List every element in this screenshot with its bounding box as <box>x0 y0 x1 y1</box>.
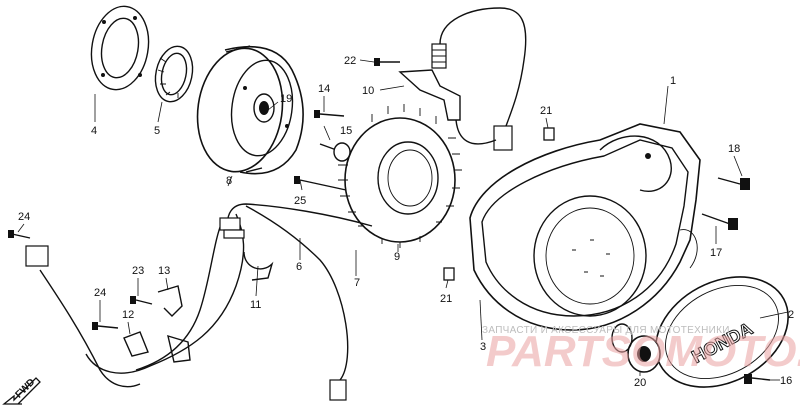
callout-10: 10 <box>362 85 374 97</box>
callout-20: 20 <box>634 377 646 389</box>
leader-lines <box>17 59 789 381</box>
callout-16: 16 <box>780 375 792 387</box>
part-crankcase-cover <box>469 123 701 331</box>
part-bolts-right <box>443 127 771 384</box>
callout-14: 14 <box>318 83 330 95</box>
callout-8: 8 <box>226 175 232 187</box>
part-wiring-harness <box>25 203 373 401</box>
callout-22: 22 <box>344 55 356 67</box>
callout-6: 6 <box>296 261 302 273</box>
part-cover-disc: HONDA <box>655 276 789 388</box>
part-flywheel-rotor <box>196 45 304 175</box>
callout-7: 7 <box>354 277 360 289</box>
callout-9: 9 <box>394 251 400 263</box>
callout-13: 13 <box>158 265 170 277</box>
part-stator <box>338 104 462 248</box>
callout-24-upper: 24 <box>18 211 30 223</box>
callout-24-lower: 24 <box>94 287 106 299</box>
watermark-line-2: PARTSOMOTO.RU <box>486 327 800 376</box>
callout-19: 19 <box>280 93 292 105</box>
part-bolts-upper <box>294 58 400 191</box>
part-bearing-ring <box>154 45 194 103</box>
part-gasket-ring <box>90 5 150 91</box>
part-clamps <box>8 230 274 363</box>
watermark-line-1: ЗАПЧАСТИ И АКСЕССУАРЫ ДЛЯ МОТОТЕХНИКИ <box>482 325 730 336</box>
callout-1: 1 <box>670 75 676 87</box>
callout-25: 25 <box>294 195 306 207</box>
callout-17: 17 <box>710 247 722 259</box>
callout-labels: 1 2 3 4 5 6 7 8 9 10 11 12 13 14 15 16 1… <box>18 55 794 389</box>
callout-21-lower: 21 <box>440 293 452 305</box>
part-pulser-bracket <box>398 7 527 151</box>
callout-4: 4 <box>91 125 97 137</box>
part-oil-seal <box>611 323 661 373</box>
fwd-arrow: FWD <box>2 377 41 405</box>
callout-11: 11 <box>250 299 261 311</box>
callout-21-upper: 21 <box>540 105 552 117</box>
callout-15: 15 <box>340 125 352 137</box>
callout-3: 3 <box>480 341 486 353</box>
callout-23: 23 <box>132 265 144 277</box>
callout-2: 2 <box>788 309 794 321</box>
callout-18: 18 <box>728 143 740 155</box>
callout-5: 5 <box>154 125 160 137</box>
watermark: ЗАПЧАСТИ И АКСЕССУАРЫ ДЛЯ МОТОТЕХНИКИ PA… <box>482 325 800 376</box>
callout-12: 12 <box>122 309 134 321</box>
